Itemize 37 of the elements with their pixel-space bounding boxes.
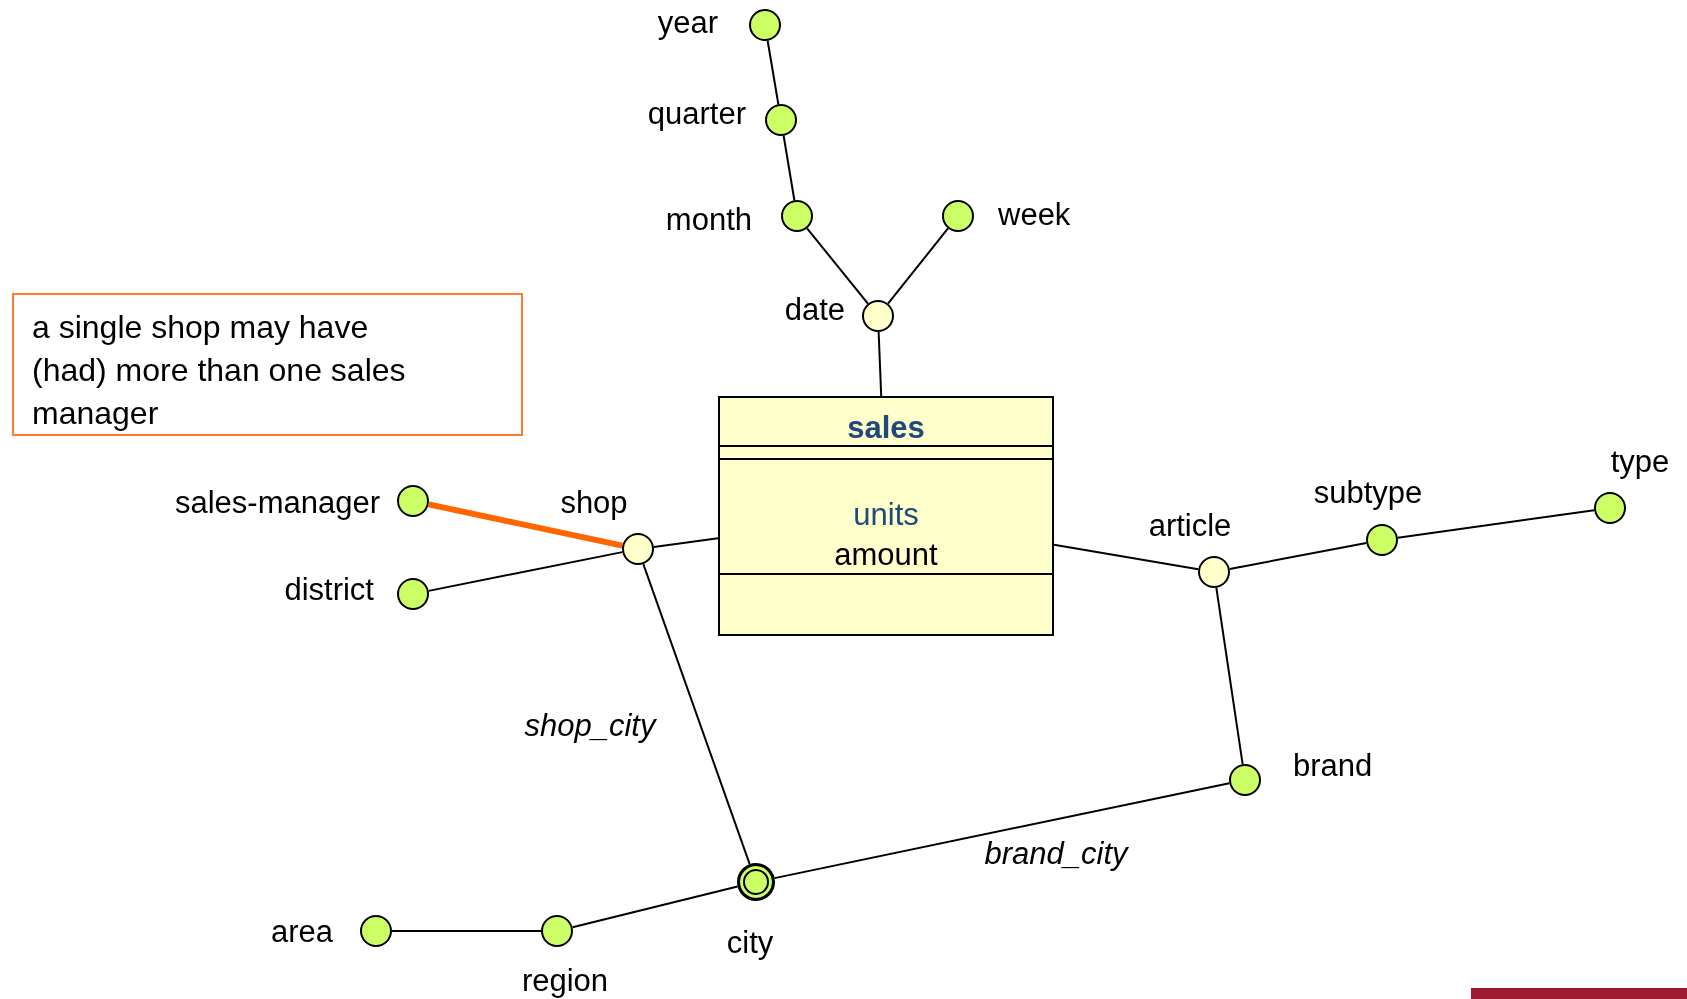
connector-line [427,551,624,592]
connector-line [391,930,542,932]
attribute-label: quarter [647,97,746,129]
connector-line [1053,543,1200,571]
attribute-label: district [284,573,374,605]
attribute-label: article [1148,509,1232,541]
connector-line [1228,542,1368,570]
connector-line [877,331,883,397]
note-text: a single shop may have (had) more than one sales manager [32,308,407,433]
connector-line [806,227,869,305]
connector-line [1215,586,1244,766]
measure-name: units [853,498,919,530]
attribute-label: subtype [1313,476,1423,508]
fact-name: sales [847,411,925,443]
attribute-label: city [726,926,774,958]
attribute-label: week [998,198,1071,230]
attribute-label: area [270,915,333,947]
attribute-label: type [1610,445,1670,477]
fact-box [718,396,1054,636]
connector-line [652,537,719,548]
connector-line [1396,509,1596,539]
measure-name: amount [834,538,938,570]
connector-line [428,501,623,549]
attribute-label: region [521,964,609,996]
connector-line [571,885,739,929]
connector-line [642,563,751,866]
attribute-label: brand [1293,749,1373,781]
attribute-label: shop [560,486,628,518]
connector-line [782,134,796,202]
note-box [12,293,523,436]
connector-line [887,227,949,305]
connector-line [766,39,780,106]
attribute-label: sales-manager [174,486,380,518]
attribute-label: year [657,6,718,38]
attribute-label: date [784,293,845,325]
attribute-label: month [665,203,752,235]
connector-line [773,782,1231,880]
